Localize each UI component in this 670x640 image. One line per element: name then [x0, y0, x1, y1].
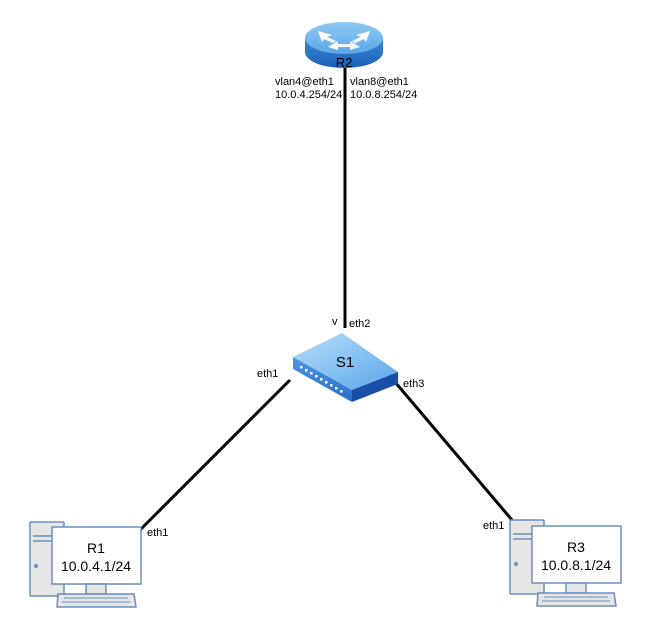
- host-ip: 10.0.8.1/24: [541, 557, 611, 573]
- host-r1[interactable]: R1 10.0.4.1/24: [29, 521, 142, 608]
- host-port: eth1: [483, 520, 504, 532]
- switch-top: [293, 333, 398, 390]
- switch-name: S1: [336, 354, 354, 371]
- switch-s1[interactable]: S1: [293, 333, 398, 402]
- router-ip-left: 10.0.4.254/24: [275, 89, 342, 101]
- router-if-left: vlan4@eth1: [275, 76, 334, 88]
- router-name: R2: [336, 55, 353, 70]
- switch-port-right: eth3: [403, 378, 424, 390]
- host-r3[interactable]: R3 10.0.8.1/24: [509, 519, 622, 607]
- switch-side: [352, 372, 398, 402]
- router-r2[interactable]: R2: [305, 22, 383, 70]
- host-ip: 10.0.4.1/24: [61, 558, 131, 574]
- host-port: eth1: [147, 527, 168, 539]
- host-name: R3: [567, 539, 585, 555]
- link-s1-r3: [393, 381, 514, 521]
- router-if-right: vlan8@eth1: [350, 76, 409, 88]
- router-arrows-icon: [318, 31, 370, 50]
- link-s1-r1: [138, 378, 292, 532]
- switch-port-top-mark: v: [332, 316, 338, 328]
- computer-icon: [509, 519, 622, 607]
- computer-icon: [29, 521, 142, 608]
- switch-port-top: eth2: [349, 318, 370, 330]
- router-ip-right: 10.0.8.254/24: [350, 89, 417, 101]
- router-top: [305, 22, 383, 54]
- switch-ports-icon: [300, 366, 343, 393]
- host-name: R1: [87, 540, 105, 556]
- switch-port-left: eth1: [257, 368, 278, 380]
